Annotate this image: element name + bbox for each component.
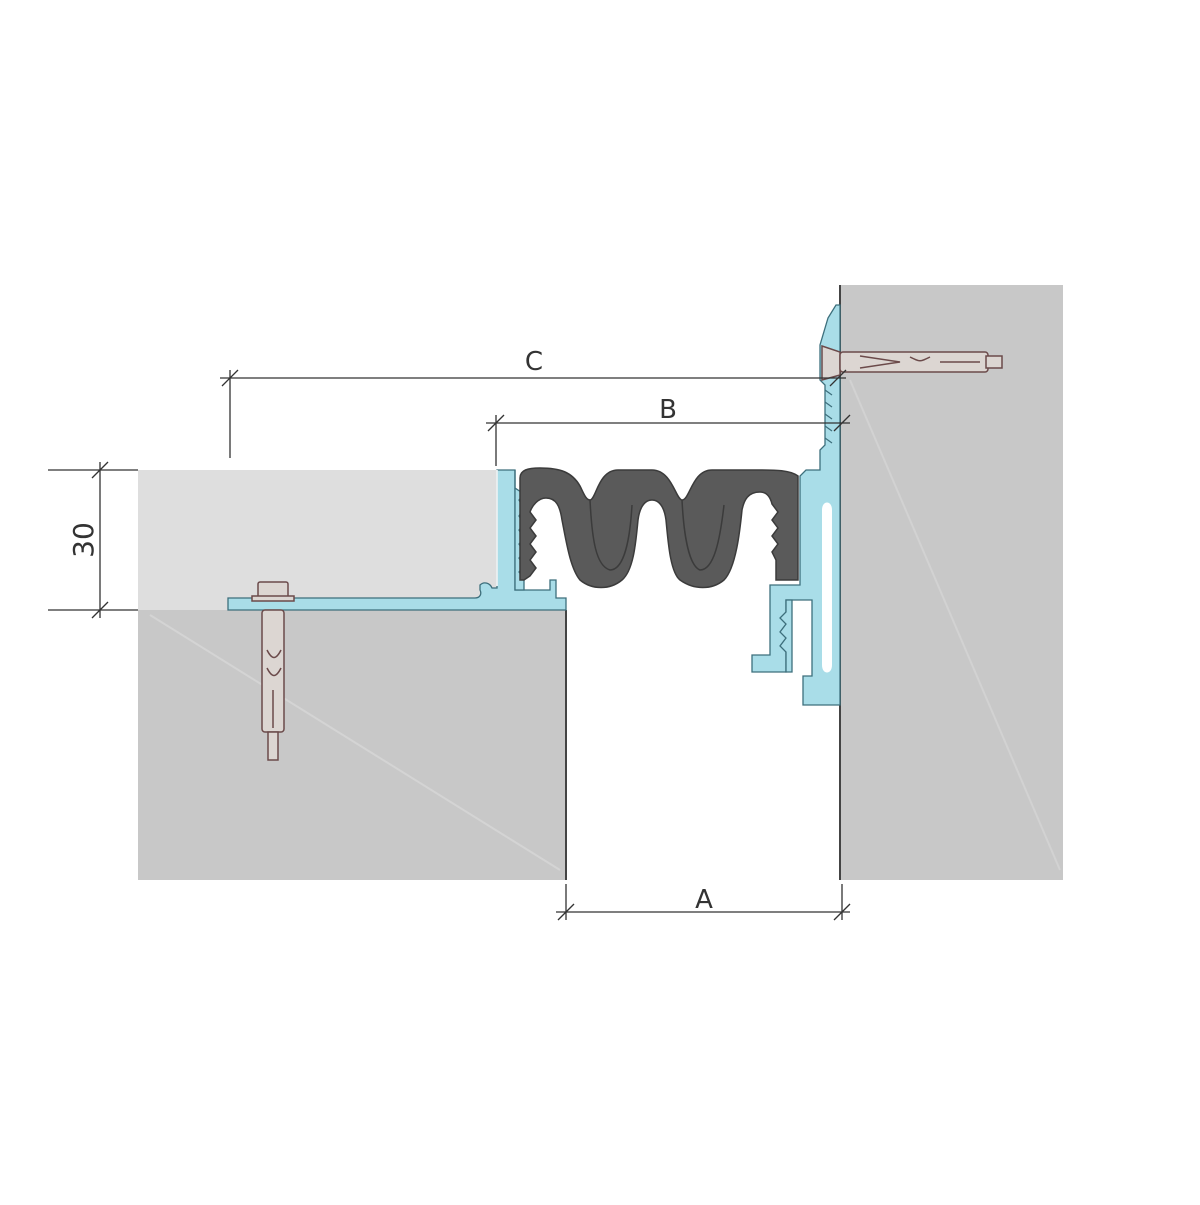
concrete-texture-line	[849, 379, 1061, 871]
dimension-label-thickness: 30	[67, 522, 100, 558]
dimension-b	[486, 414, 851, 466]
right-profile-serrations	[779, 599, 793, 673]
left-bolt-tip	[267, 731, 279, 761]
dimension-thickness	[48, 461, 138, 619]
rubber-bellows-insert	[519, 467, 799, 589]
right-profile-body	[751, 304, 841, 706]
concrete-texture-line	[149, 614, 561, 871]
right-profile-slot	[822, 502, 832, 673]
floor-screed-layer	[138, 470, 498, 610]
dimension-a	[556, 884, 851, 921]
right-concrete-wall	[840, 285, 1063, 880]
right-bolt-tip	[985, 355, 1003, 369]
dimension-label-b: B	[659, 395, 677, 425]
right-anchor-bolt	[821, 344, 1003, 381]
left-bolt-washer	[251, 595, 295, 602]
right-bolt-countersunk-head	[821, 344, 841, 381]
dimension-label-a: A	[695, 885, 713, 915]
left-concrete-slab	[138, 610, 566, 880]
right-bolt-expansion-detail	[859, 355, 980, 369]
right-aluminium-profile	[751, 304, 841, 706]
rubber-fold-shade	[681, 499, 725, 571]
left-profile-body	[227, 469, 567, 611]
dimensions	[48, 369, 851, 921]
left-anchor-bolt	[251, 581, 295, 761]
rubber-fold-shade	[589, 499, 633, 571]
right-profile-ridges	[824, 389, 833, 444]
rubber-bellows	[519, 467, 799, 589]
dimension-c	[220, 369, 847, 458]
dimension-label-c: C	[525, 347, 543, 377]
concrete-slabs	[138, 285, 1063, 880]
left-bolt-expansion-detail	[266, 649, 282, 728]
